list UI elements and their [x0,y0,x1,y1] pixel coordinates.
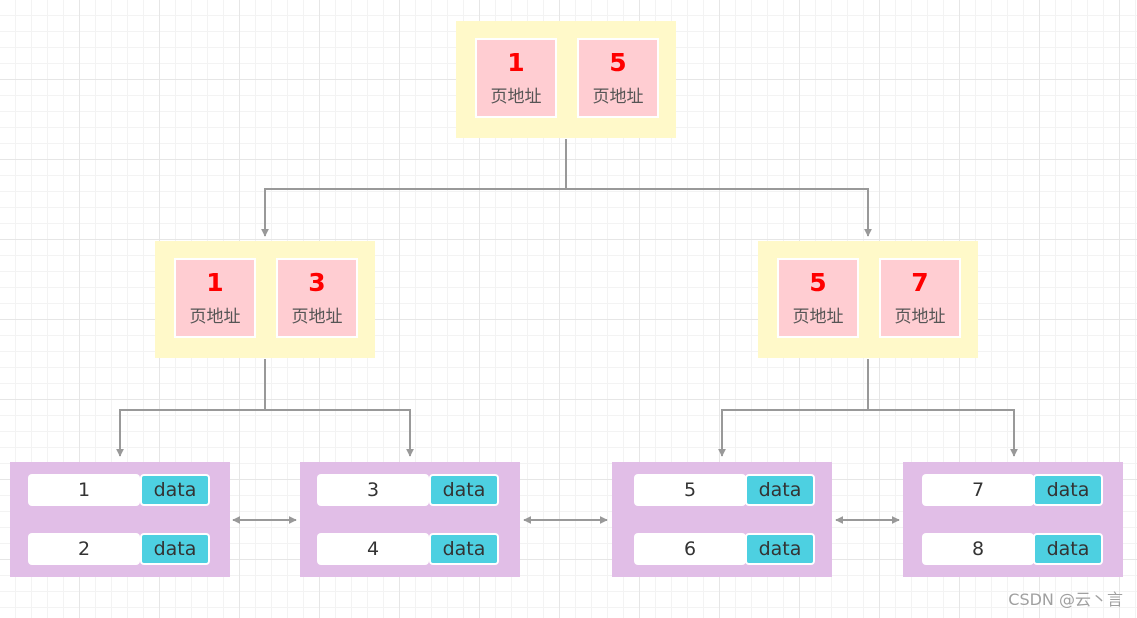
internal-left-to-leaf-2-arrow [265,409,414,457]
key-number: 1 [507,48,525,77]
internal-left-key-cell-2: 3 页地址 [276,258,358,338]
record-key: 1 [28,474,140,506]
key-number: 5 [609,48,627,77]
record-data: data [140,474,210,506]
leaf-node-2: 3 data 4 data [300,462,520,577]
page-address-label: 页地址 [894,307,946,327]
internal-node-left: 1 页地址 3 页地址 [155,241,375,358]
record-key: 2 [28,533,140,565]
record-key: 3 [317,474,429,506]
page-address-label: 页地址 [792,307,844,327]
internal-left-key-cell-1: 1 页地址 [174,258,256,338]
record-key: 5 [634,474,746,506]
page-address-label: 页地址 [490,87,542,107]
root-to-internal-right-arrow [566,188,872,237]
internal-right-key-cell-2: 7 页地址 [879,258,961,338]
record-data: data [429,474,499,506]
leaf-node-1: 1 data 2 data [10,462,230,577]
page-address-label: 页地址 [291,307,343,327]
record-key: 6 [634,533,746,565]
root-to-internal-left-arrow [261,139,567,237]
internal-right-key-cell-1: 5 页地址 [777,258,859,338]
watermark: CSDN @云丶言 [1008,590,1123,609]
key-number: 7 [911,268,929,297]
root-key-cell-2: 5 页地址 [577,38,659,118]
root-node: 1 页地址 5 页地址 [456,21,676,138]
record-data: data [1033,533,1103,565]
record-data: data [745,533,815,565]
key-number: 5 [809,268,827,297]
record-data: data [429,533,499,565]
internal-node-right: 5 页地址 7 页地址 [758,241,978,358]
internal-left-to-leaf-1-arrow [116,359,266,457]
record-key: 7 [922,474,1034,506]
record-key: 4 [317,533,429,565]
key-number: 1 [206,268,224,297]
internal-right-to-leaf-4-arrow [868,409,1018,457]
record-data: data [140,533,210,565]
record-data: data [1033,474,1103,506]
internal-right-to-leaf-3-arrow [718,359,869,457]
page-address-label: 页地址 [592,87,644,107]
page-address-label: 页地址 [189,307,241,327]
leaf-node-4: 7 data 8 data [903,462,1123,577]
key-number: 3 [308,268,326,297]
record-key: 8 [922,533,1034,565]
root-key-cell-1: 1 页地址 [475,38,557,118]
record-data: data [745,474,815,506]
leaf-node-3: 5 data 6 data [612,462,832,577]
